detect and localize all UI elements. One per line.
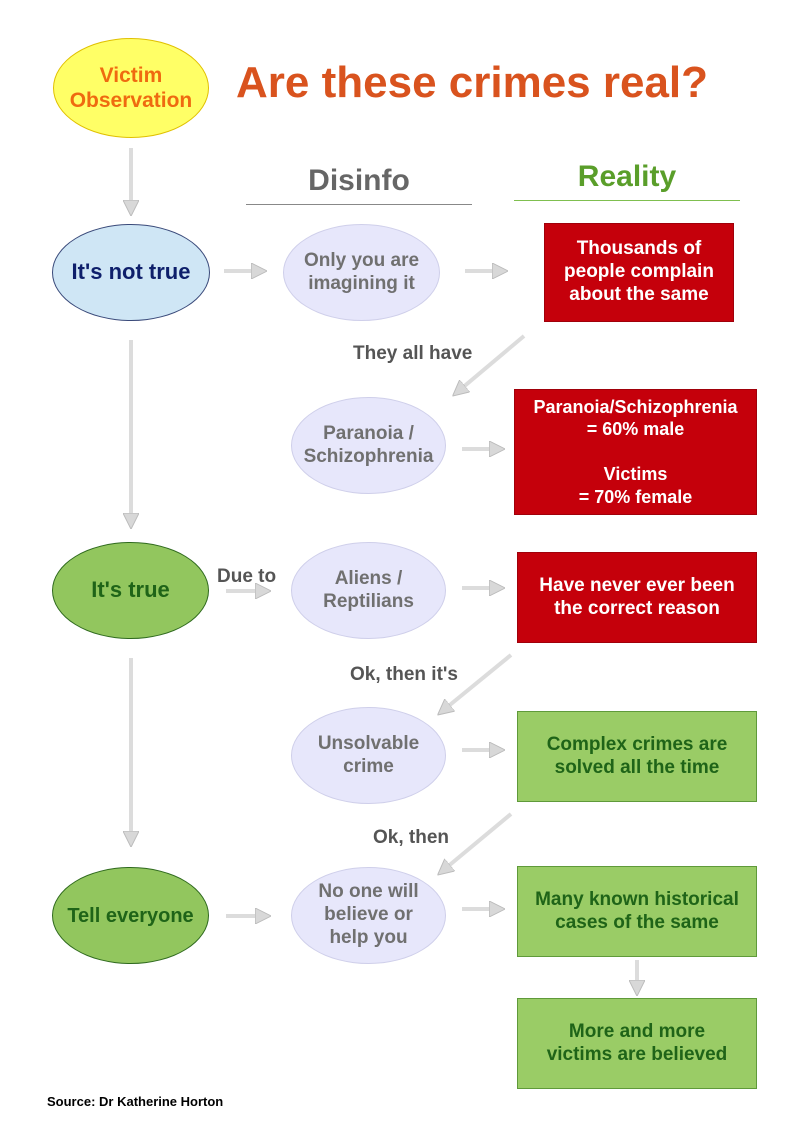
historical-cases-box: Many known historical cases of the same: [517, 866, 757, 957]
complex-crimes-box: Complex crimes are solved all the time: [517, 711, 757, 802]
due-to-label: Due to: [217, 566, 277, 587]
ok-then-label: Ok, then: [373, 827, 450, 848]
disinfo-column-heading: Disinfo: [246, 164, 472, 205]
statistics-box: Paranoia/Schizophrenia = 60% male Victim…: [514, 389, 757, 515]
arrow-thousands-to-paranoia: [455, 334, 526, 394]
its-true-node: It's true: [52, 542, 209, 639]
aliens-node: Aliens / Reptilians: [291, 542, 446, 639]
its-not-true-node: It's not true: [52, 224, 210, 321]
thousands-box: Thousands of people complain about the s…: [544, 223, 734, 322]
imagining-node: Only you are imagining it: [283, 224, 440, 321]
they-all-have-label: They all have: [353, 343, 473, 364]
arrow-never-to-unsolvable: [440, 653, 513, 713]
paranoia-node: Paranoia / Schizophrenia: [291, 397, 446, 494]
no-one-node: No one will believe or help you: [291, 867, 446, 964]
arrow-complex-to-no-one: [440, 812, 513, 873]
source-credit: Source: Dr Katherine Horton: [47, 1094, 224, 1109]
never-correct-box: Have never ever been the correct reason: [517, 552, 757, 643]
unsolvable-node: Unsolvable crime: [291, 707, 446, 804]
victim-observation-node: Victim Observation: [53, 38, 209, 138]
victims-believed-box: More and more victims are believed: [517, 998, 757, 1089]
reality-column-heading: Reality: [514, 160, 740, 201]
tell-everyone-node: Tell everyone: [52, 867, 209, 964]
ok-then-its-label: Ok, then it's: [350, 664, 458, 685]
page-title: Are these crimes real?: [236, 58, 709, 107]
